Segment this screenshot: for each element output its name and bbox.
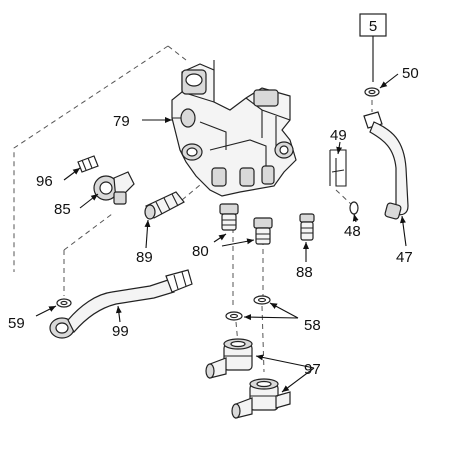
callout-89: 89 bbox=[136, 249, 153, 266]
part-58-o-ring-right bbox=[253, 295, 271, 305]
part-80-fitting-left bbox=[219, 203, 239, 231]
leader-lines bbox=[35, 73, 407, 393]
callout-58: 58 bbox=[304, 317, 321, 334]
part-5-reference-box bbox=[359, 13, 387, 82]
part-59-o-ring bbox=[56, 298, 72, 308]
callout-49: 49 bbox=[330, 127, 347, 144]
callout-99: 99 bbox=[112, 323, 129, 340]
part-80-fitting-right bbox=[253, 217, 273, 245]
callout-97: 97 bbox=[304, 361, 321, 378]
part-47-bent-tube bbox=[363, 111, 409, 220]
callout-59: 59 bbox=[8, 315, 25, 332]
part-88-fitting bbox=[299, 213, 315, 241]
part-89-valve-insert bbox=[144, 191, 185, 220]
callout-96: 96 bbox=[36, 173, 53, 190]
part-49-clip bbox=[329, 149, 347, 187]
part-97-tee-valve-upper bbox=[205, 338, 253, 379]
callout-48: 48 bbox=[344, 223, 361, 240]
callout-79: 79 bbox=[113, 113, 130, 130]
callout-88: 88 bbox=[296, 264, 313, 281]
part-97-tee-valve-lower bbox=[231, 378, 291, 419]
callout-80: 80 bbox=[192, 243, 209, 260]
part-96-filter-screen bbox=[77, 155, 99, 173]
part-50-o-ring bbox=[364, 87, 380, 97]
part-99-tube bbox=[49, 269, 193, 339]
callout-47: 47 bbox=[396, 249, 413, 266]
callout-85: 85 bbox=[54, 201, 71, 218]
callout-50: 50 bbox=[402, 65, 419, 82]
callout-5: 5 bbox=[369, 18, 377, 35]
part-79-valve-body bbox=[171, 60, 297, 197]
part-58-o-ring-left bbox=[225, 311, 243, 321]
part-85-elbow-fitting bbox=[93, 171, 135, 205]
part-48-o-ring bbox=[349, 201, 359, 215]
